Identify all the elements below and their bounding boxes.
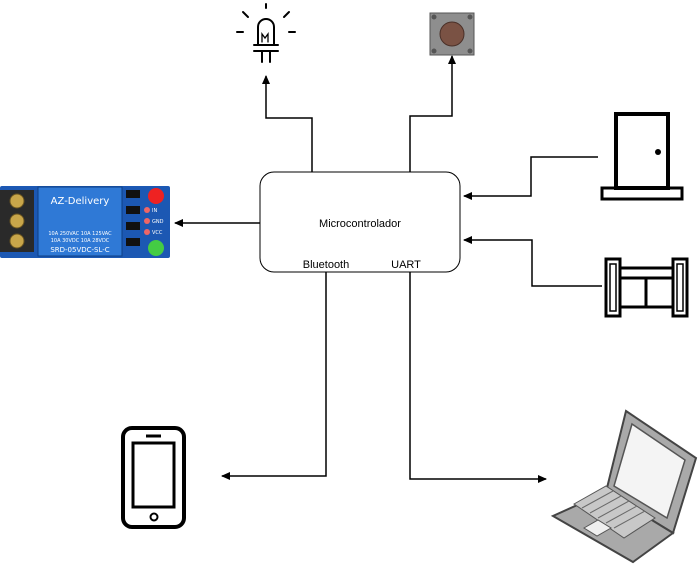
door-connector <box>463 156 598 200</box>
window-icon <box>604 257 689 318</box>
button-connector <box>409 55 456 172</box>
laptop-icon <box>550 409 698 564</box>
connectors <box>174 55 602 483</box>
relay-pin-gnd: GND <box>152 219 164 225</box>
relay-pin-vcc: VCC <box>152 230 163 236</box>
door-icon <box>600 112 684 201</box>
relay-pin-in: IN <box>152 208 157 214</box>
laptop-connector <box>409 272 547 483</box>
relay-model-label: SRD-05VDC-SL-C <box>50 246 109 254</box>
led-bulb-icon <box>236 3 296 63</box>
led-connector <box>262 75 313 172</box>
relay-rating-row2: 10A 30VDC 10A 28VDC <box>51 238 110 244</box>
uart-port-label: UART <box>391 259 421 271</box>
relay-module-icon: AZ-Delivery 10A 250VAC 10A 125VAC 10A 30… <box>0 186 170 258</box>
push-button-icon <box>429 12 475 56</box>
relay-brand-label: AZ-Delivery <box>51 196 110 207</box>
microcontroller-block: Microcontrolador Bluetooth UART <box>259 171 461 273</box>
bluetooth-port-label: Bluetooth <box>303 259 349 271</box>
relay-rating-row1: 10A 250VAC 10A 125VAC <box>48 231 112 237</box>
microcontroller-label: Microcontrolador <box>319 218 401 230</box>
smartphone-icon <box>121 426 186 529</box>
phone-connector <box>221 272 327 480</box>
window-connector <box>463 236 602 287</box>
